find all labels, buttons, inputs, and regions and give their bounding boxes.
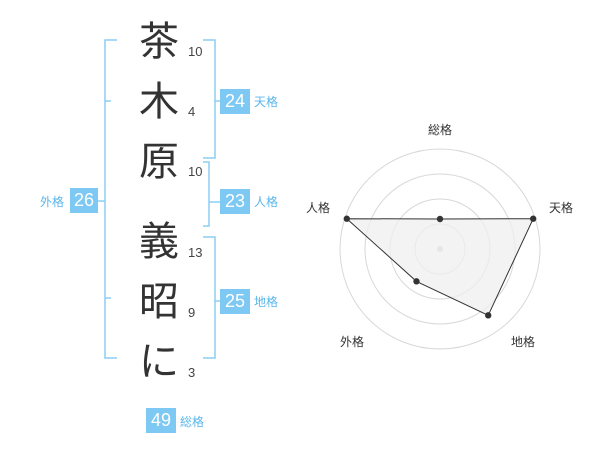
jinkaku-bracket	[203, 161, 210, 227]
stroke-count-1: 10	[188, 44, 203, 59]
tenkaku-bracket	[203, 39, 216, 159]
radar-axis-label-chikaku: 地格	[511, 335, 536, 349]
gaikaku-label: 外格	[40, 195, 65, 209]
chikaku-label: 地格	[254, 295, 279, 309]
tenkaku-badge: 24	[220, 89, 250, 114]
stroke-count-4: 13	[188, 245, 203, 260]
radar-axis-label-jinkaku: 人格	[306, 201, 331, 215]
name-char-2: 木	[139, 79, 179, 125]
stroke-count-5: 9	[188, 305, 196, 320]
radar-axis-label-soukaku: 総格	[428, 123, 453, 137]
tenkaku-label: 天格	[254, 95, 279, 109]
radar-point-3	[484, 312, 492, 319]
radar-axis-label-gaikaku: 外格	[340, 335, 365, 349]
radar-series-area	[345, 218, 534, 316]
name-char-3: 原	[139, 139, 179, 185]
gaikaku-bracket	[104, 39, 117, 359]
radar-point-1	[436, 215, 444, 223]
name-char-5: 昭	[139, 279, 179, 325]
radar-axis-label-tenkaku: 天格	[549, 201, 574, 215]
chikaku-bracket	[203, 236, 216, 359]
stroke-count-6: 3	[188, 365, 196, 380]
gaikaku-badge: 26	[70, 188, 98, 213]
jinkaku-badge: 23	[220, 189, 250, 214]
name-char-1: 茶	[139, 19, 179, 65]
jinkaku-label: 人格	[254, 195, 279, 209]
name-char-6: に	[139, 339, 179, 385]
soukaku-label: 総格	[180, 415, 205, 429]
radar-point-5	[343, 215, 350, 222]
chikaku-badge: 25	[220, 289, 250, 314]
stroke-count-2: 4	[188, 104, 196, 119]
radar-grid-ring	[339, 148, 541, 350]
radar-point-4	[413, 278, 420, 285]
radar-point-2	[530, 215, 537, 222]
soukaku-badge: 49	[146, 408, 176, 433]
stroke-count-3: 10	[188, 164, 203, 179]
name-char-4: 義	[139, 219, 179, 265]
